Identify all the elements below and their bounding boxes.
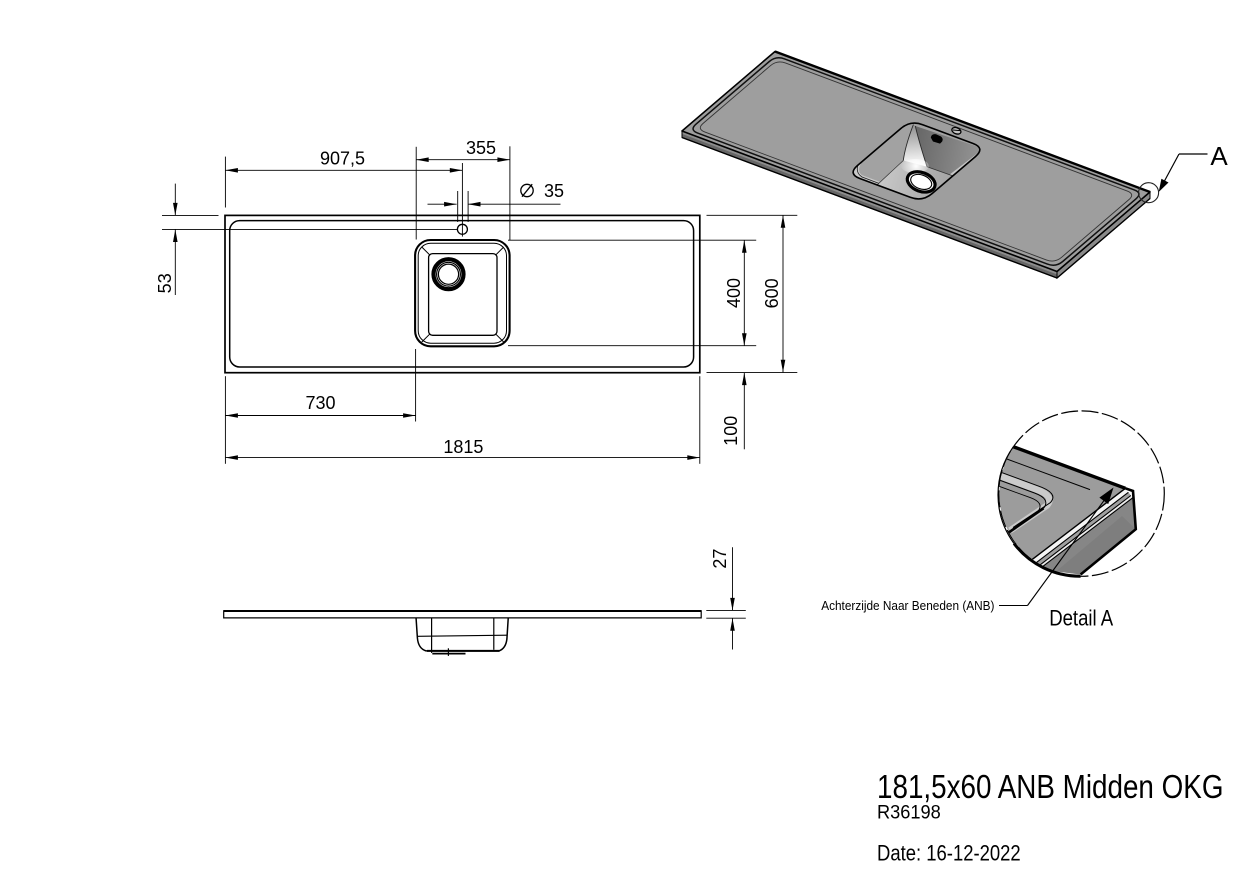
- svg-text:400: 400: [724, 278, 744, 308]
- svg-text:Date: 16-12-2022: Date: 16-12-2022: [877, 840, 1021, 865]
- svg-text:R36198: R36198: [877, 803, 941, 824]
- svg-text:100: 100: [721, 416, 741, 446]
- svg-text:600: 600: [762, 278, 782, 308]
- svg-text:53: 53: [155, 273, 175, 293]
- svg-text:181,5x60 ANB Midden OKG: 181,5x60 ANB Midden OKG: [877, 769, 1224, 806]
- svg-text:27: 27: [710, 549, 730, 569]
- svg-text:1815: 1815: [443, 437, 483, 457]
- svg-text:Detail A: Detail A: [1049, 606, 1113, 631]
- svg-text:A: A: [1210, 141, 1228, 171]
- svg-text:907,5: 907,5: [320, 149, 365, 169]
- svg-text:355: 355: [466, 138, 496, 158]
- svg-text:35: 35: [544, 181, 564, 201]
- svg-text:730: 730: [305, 393, 335, 413]
- svg-text:Achterzijde Naar Beneden (ANB): Achterzijde Naar Beneden (ANB): [821, 598, 994, 613]
